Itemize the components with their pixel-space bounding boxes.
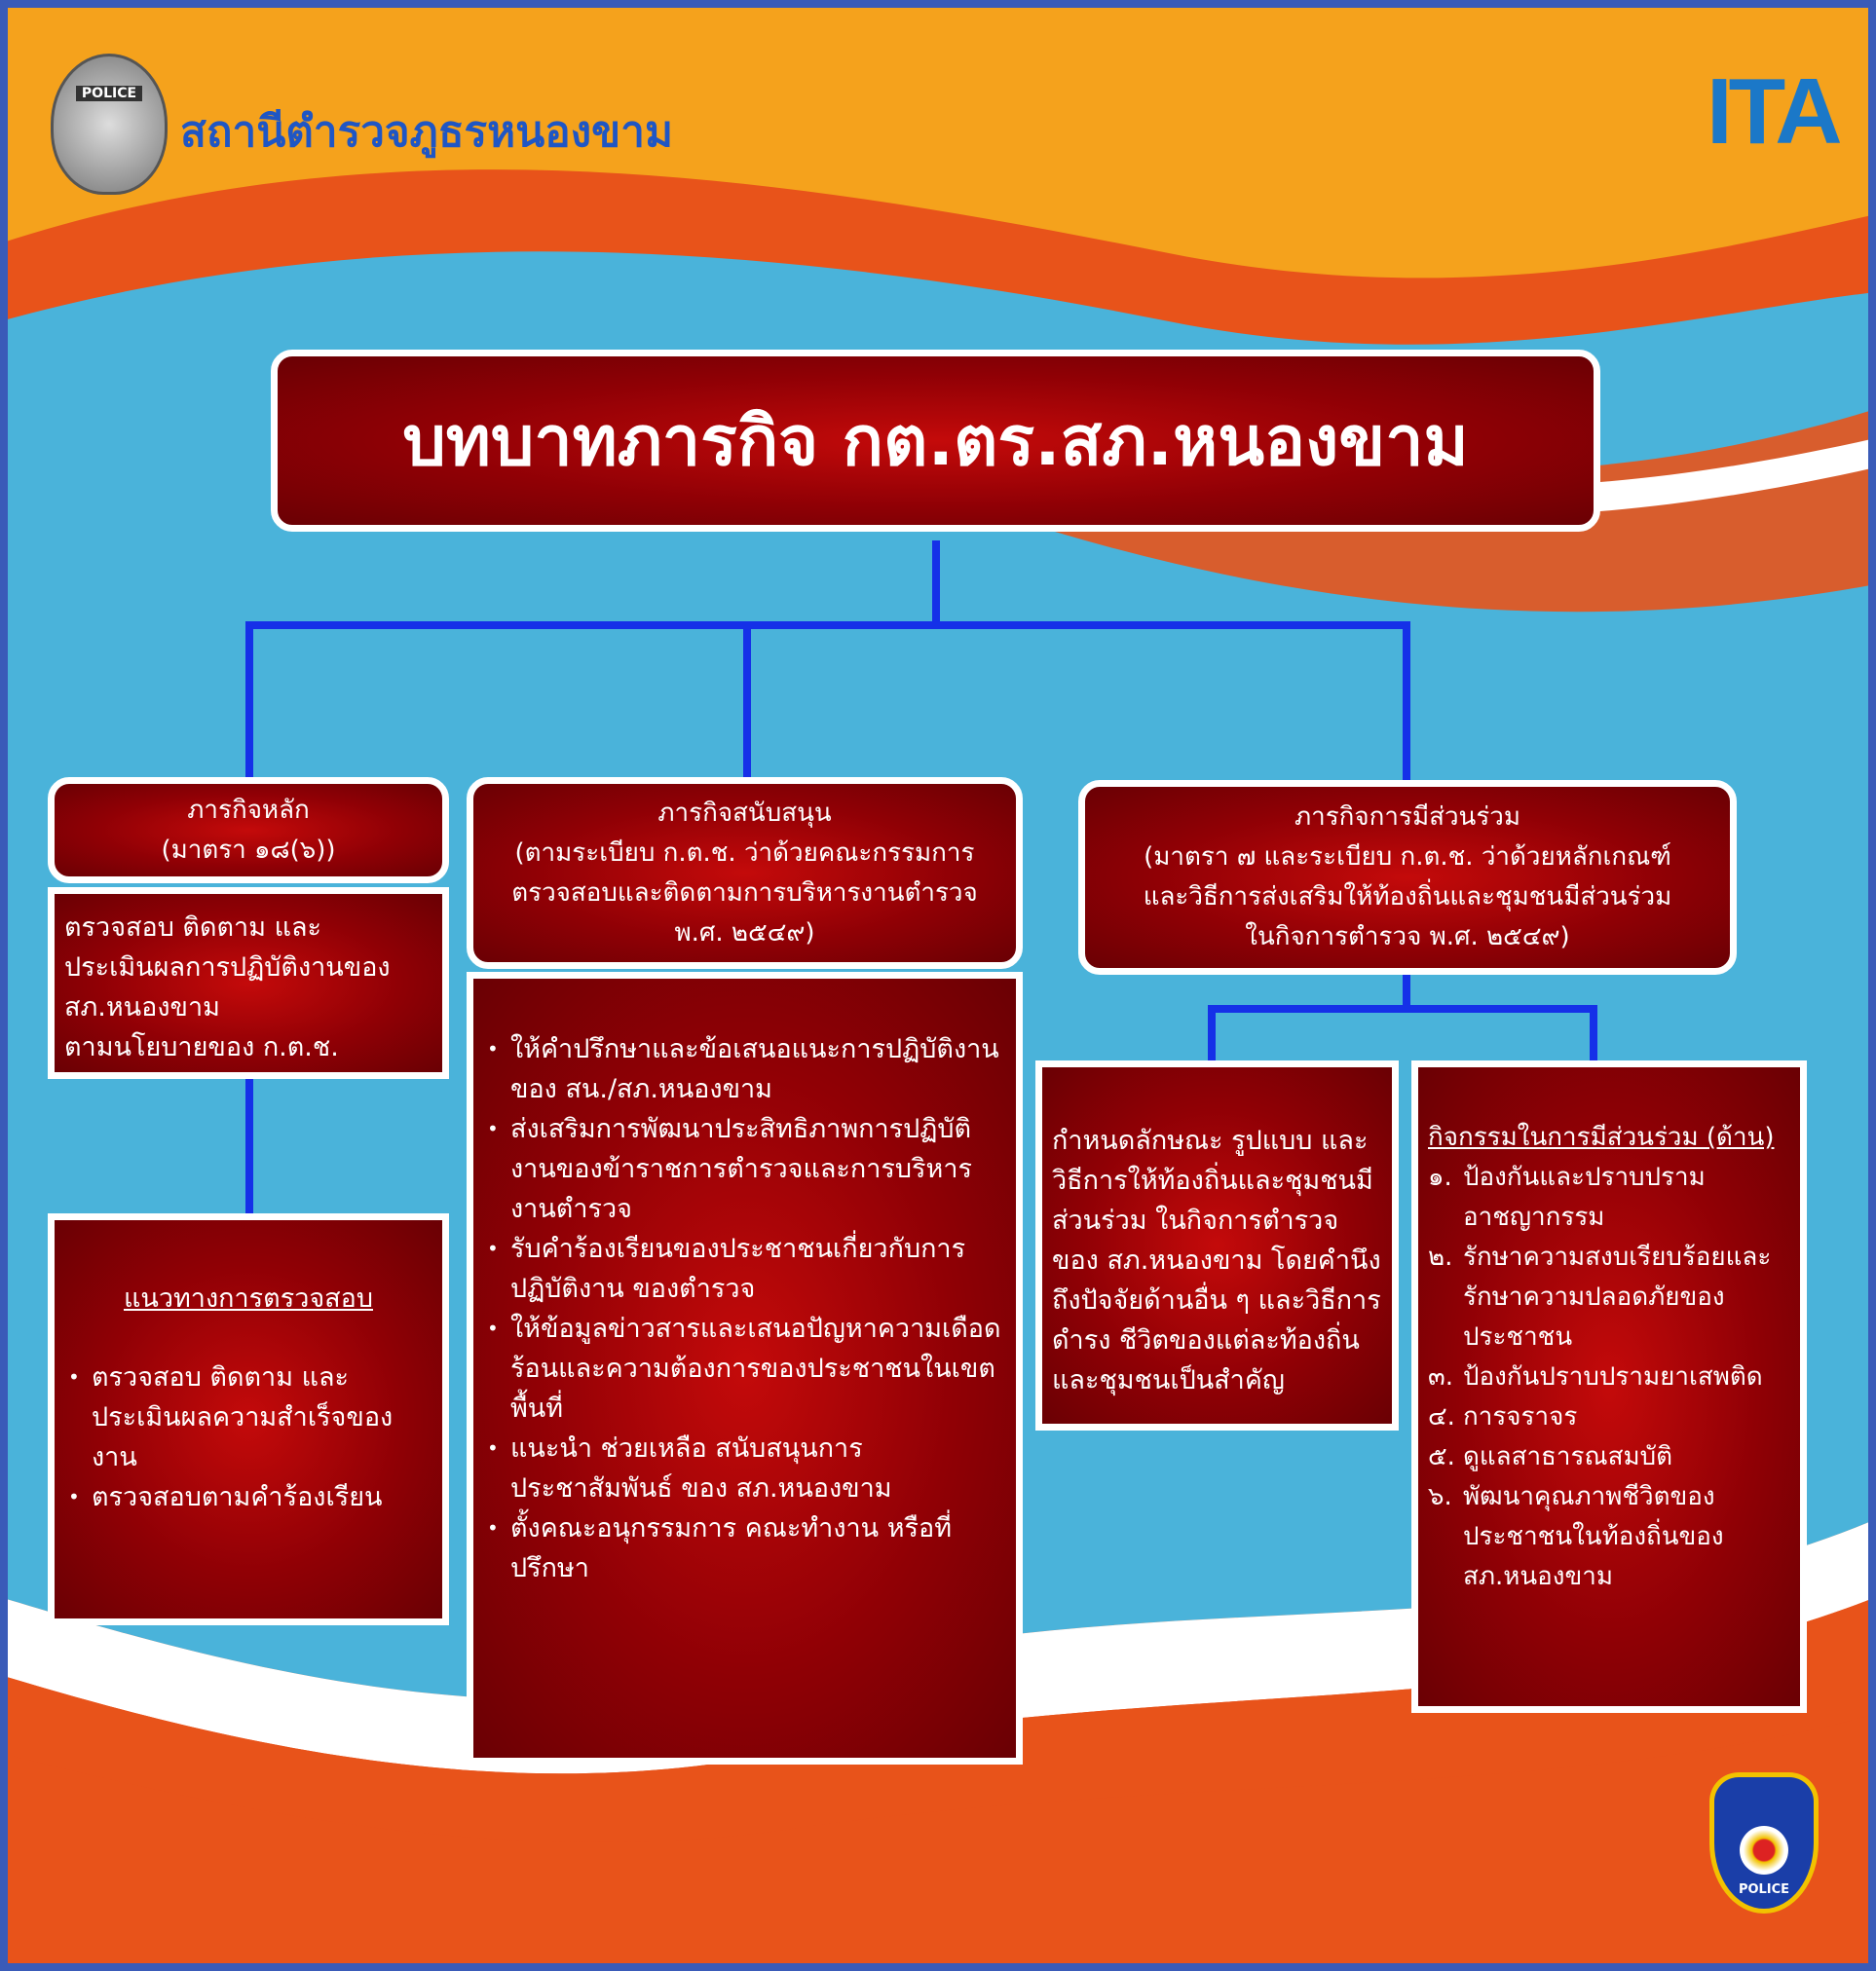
main-mission-header: ภารกิจหลัก (มาตรา ๑๘(๖)): [48, 777, 449, 883]
text-line: ตรวจสอบและติดตามการบริหารงานตำรวจ: [511, 877, 978, 908]
activity-item: ๒. รักษาความสงบเรียบร้อยและรักษาความปลอดภ…: [1428, 1238, 1790, 1357]
text-line: (มาตรา ๗ และระเบียบ ก.ต.ช. ว่าด้วยหลักเก…: [1144, 842, 1671, 872]
item-number: ๕.: [1428, 1442, 1455, 1471]
item-number: ๓.: [1428, 1362, 1454, 1392]
guidelines-box: แนวทางการตรวจสอบ ตรวจสอบ ติดตาม และประเม…: [48, 1213, 449, 1625]
item-text: ป้องกันปราบปรามยาเสพติด: [1463, 1362, 1763, 1392]
activities-title: กิจกรรมในการมีส่วนร่วม (ด้าน): [1428, 1123, 1775, 1152]
activity-item: ๖. พัฒนาคุณภาพชีวิตของประชาชนในท้องถิ่นขอ…: [1428, 1477, 1790, 1597]
list-item: ส่งเสริมการพัฒนาประสิทธิภาพการปฏิบัติงาน…: [483, 1109, 1006, 1229]
text-line: ในกิจการตำรวจ พ.ศ. ๒๕๔๙): [1245, 922, 1570, 951]
activity-item: ๓. ป้องกันปราบปรามยาเสพติด: [1428, 1357, 1790, 1397]
text-line: (ตามระเบียบ ก.ต.ช. ว่าด้วยคณะกรรมการ: [514, 837, 975, 868]
item-number: ๔.: [1428, 1402, 1455, 1432]
police-badge-logo: POLICE: [1709, 1772, 1819, 1914]
page-title: บทบาทภารกิจ กต.ตร.สภ.หนองขาม: [402, 401, 1469, 481]
main-mission-subtitle: (มาตรา ๑๘(๖)): [161, 835, 336, 865]
support-mission-items: ให้คำปรึกษาและข้อเสนอแนะการปฏิบัติงาน ขอ…: [467, 972, 1023, 1765]
connector: [245, 621, 253, 782]
item-text: รักษาความสงบเรียบร้อยและรักษาความปลอดภัย…: [1463, 1243, 1772, 1352]
list-item: รับคำร้องเรียนของประชาชนเกี่ยวกับการปฏิบ…: [483, 1229, 1006, 1309]
list-item: ตั้งคณะอนุกรรมการ คณะทำงาน หรือที่ปรึกษา: [483, 1508, 1006, 1588]
connector: [1403, 621, 1410, 782]
text-line: และวิธีการส่งเสริมให้ท้องถิ่นและชุมชนมีส…: [1143, 882, 1672, 911]
main-mission-title: ภารกิจหลัก: [187, 795, 310, 825]
ita-logo: ITA: [1707, 59, 1843, 164]
participation-mission-title: ภารกิจการมีส่วนร่วม: [1294, 802, 1521, 832]
item-number: ๒.: [1428, 1243, 1453, 1272]
list-item: ตรวจสอบ ติดตาม และประเมินผลความสำเร็จของ…: [64, 1357, 432, 1477]
guidelines-title: แนวทางการตรวจสอบ: [123, 1283, 374, 1314]
item-number: ๖.: [1428, 1482, 1452, 1511]
text-line: สภ.หนองขาม: [64, 992, 220, 1023]
main-mission-description: ตรวจสอบ ติดตาม และ ประเมินผลการปฏิบัติงา…: [48, 887, 449, 1079]
activity-item: ๑. ป้องกันและปราบปรามอาชญากรรม: [1428, 1158, 1790, 1238]
connector: [1208, 1005, 1216, 1063]
item-number: ๑.: [1428, 1163, 1452, 1192]
activity-item: ๔. การจราจร: [1428, 1397, 1790, 1437]
support-mission-header: ภารกิจสนับสนุน (ตามระเบียบ ก.ต.ช. ว่าด้ว…: [467, 777, 1023, 969]
list-item: ให้ข้อมูลข่าวสารและเสนอปัญหาความเดือดร้อ…: [483, 1309, 1006, 1429]
connector: [245, 621, 1410, 629]
participation-description: กำหนดลักษณะ รูปแบบ และวิธีการให้ท้องถิ่น…: [1035, 1060, 1399, 1431]
item-text: ป้องกันและปราบปรามอาชญากรรม: [1463, 1163, 1706, 1232]
text-line: ตามนโยบายของ ก.ต.ช.: [64, 1032, 339, 1062]
participation-mission-header: ภารกิจการมีส่วนร่วม (มาตรา ๗ และระเบียบ …: [1078, 780, 1737, 975]
description-text: กำหนดลักษณะ รูปแบบ และวิธีการให้ท้องถิ่น…: [1052, 1126, 1381, 1395]
item-text: ดูแลสาธารณสมบัติ: [1463, 1442, 1672, 1471]
connector: [1590, 1005, 1597, 1063]
connector: [932, 540, 940, 628]
connector: [743, 621, 751, 782]
police-logo: POLICE: [51, 54, 168, 195]
item-text: พัฒนาคุณภาพชีวิตของประชาชนในท้องถิ่นของ …: [1463, 1482, 1724, 1591]
list-item: แนะนำ ช่วยเหลือ สนับสนุนการประชาสัมพันธ์…: [483, 1429, 1006, 1508]
connector: [1208, 1005, 1597, 1013]
text-line: พ.ศ. ๒๕๔๙): [674, 917, 815, 948]
text-line: ตรวจสอบ ติดตาม และ: [64, 912, 322, 943]
item-text: การจราจร: [1463, 1402, 1578, 1432]
list-item: ตรวจสอบตามคำร้องเรียน: [64, 1477, 432, 1517]
title-box: บทบาทภารกิจ กต.ตร.สภ.หนองขาม: [271, 350, 1600, 532]
station-name: สถานีตำรวจภูธรหนองขาม: [180, 107, 673, 157]
connector: [1403, 972, 1410, 1011]
text-line: ประเมินผลการปฏิบัติงานของ: [64, 952, 391, 983]
connector: [245, 1076, 253, 1217]
support-mission-title: ภารกิจสนับสนุน: [657, 798, 832, 828]
list-item: ให้คำปรึกษาและข้อเสนอแนะการปฏิบัติงาน ขอ…: [483, 1029, 1006, 1109]
guidelines-list: ตรวจสอบ ติดตาม และประเมินผลความสำเร็จของ…: [64, 1357, 432, 1517]
activity-item: ๕. ดูแลสาธารณสมบัติ: [1428, 1437, 1790, 1477]
participation-activities: กิจกรรมในการมีส่วนร่วม (ด้าน) ๑. ป้องกันแ…: [1411, 1060, 1807, 1713]
